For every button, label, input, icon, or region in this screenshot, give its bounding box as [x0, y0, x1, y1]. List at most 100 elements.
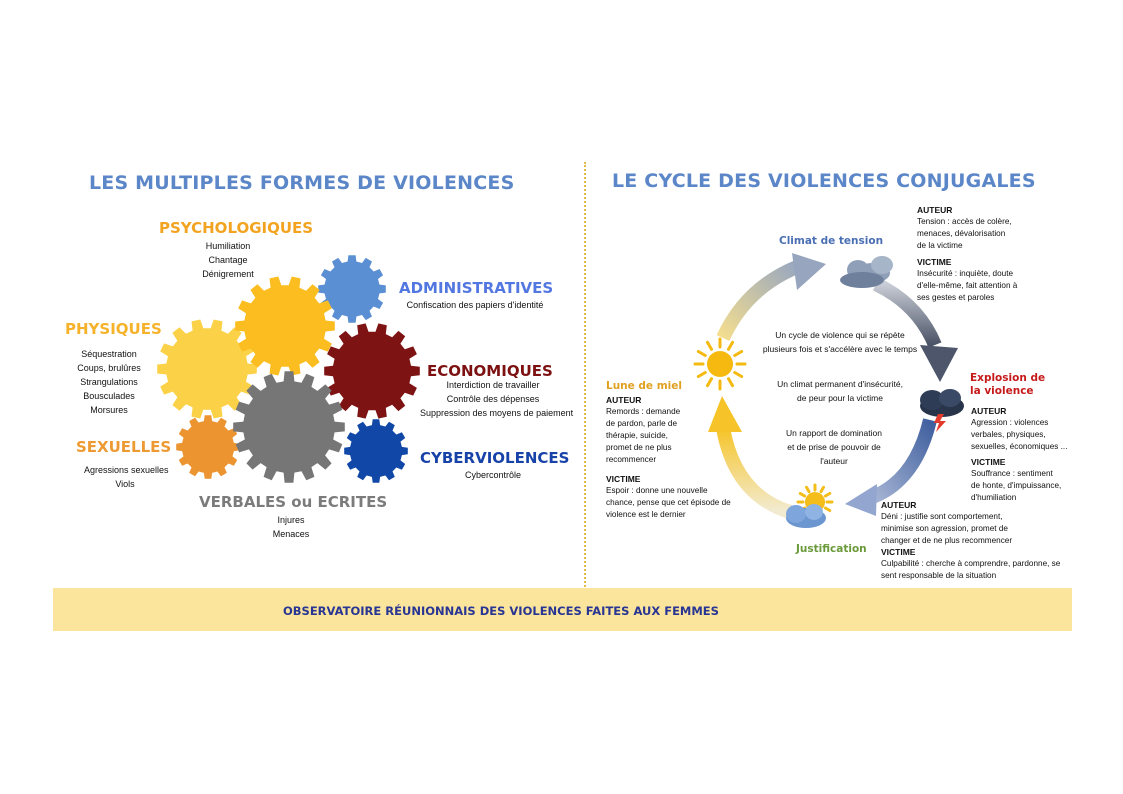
phase-explosion-text: AUTEUR Agression : violences verbales, p…	[971, 406, 1067, 504]
item: Cybercontrôle	[464, 470, 522, 480]
text-line: promet de ne plus	[606, 443, 672, 452]
tension-cloud-icon	[840, 256, 893, 288]
item: Coups, brulûres	[77, 363, 141, 373]
label-line: la violence	[970, 385, 1034, 397]
item: Viols	[115, 479, 135, 489]
phase-justification-text: AUTEUR Déni : justifie sont comportement…	[881, 500, 1060, 582]
category-economiques: ECONOMIQUES	[427, 362, 553, 380]
text-line: Espoir : donne une nouvelle	[606, 486, 708, 495]
item: Contrôle des dépenses	[446, 394, 540, 404]
phase-lune-label: Lune de miel	[606, 380, 682, 392]
category-psychologiques: PSYCHOLOGIQUES	[159, 219, 314, 237]
sun-ray	[805, 485, 811, 494]
sun-ray	[819, 485, 825, 494]
text-line: ses gestes et paroles	[917, 293, 995, 302]
center-text-3: Un rapport de domination et de prise de …	[772, 426, 896, 468]
item: Injures	[277, 515, 305, 525]
gear-orange-icon	[176, 415, 240, 479]
item: Interdiction de travailler	[446, 380, 540, 390]
category-cyberviolences: CYBERVIOLENCES	[420, 449, 570, 467]
item: Séquestration	[81, 349, 137, 359]
text-line: changer et de ne plus recommencer	[881, 536, 1013, 545]
phase-lune-text: AUTEUR Remords : demande de pardon, parl…	[606, 395, 731, 521]
sun-ray	[823, 492, 832, 498]
text-line: Souffrance : sentiment	[971, 469, 1053, 478]
phase-tension-label: Climat de tension	[779, 235, 884, 247]
label-line: Explosion de	[970, 372, 1046, 384]
item: Confiscation des papiers d'identité	[406, 300, 544, 310]
text-line: minimise son agression, promet de	[881, 524, 1008, 533]
item: Chantage	[208, 255, 248, 265]
sun-ray	[706, 377, 713, 388]
category-verbales: VERBALES ou ECRITES	[199, 493, 388, 511]
phase-justification-label: Justification	[796, 543, 867, 555]
center-text-1: Un cycle de violence qui se répète plusi…	[754, 328, 926, 356]
center-text-2: Un climat permanent d'insécurité, de peu…	[762, 377, 918, 405]
text-line: thérapie, suicide,	[606, 431, 668, 440]
item: Menaces	[272, 529, 310, 539]
category-physiques: PHYSIQUES	[65, 320, 162, 338]
storm-cloud-icon	[920, 389, 964, 432]
items-cyberviolences: Cybercontrôle	[460, 468, 526, 482]
items-physiques: Séquestration Coups, brulûres Strangulat…	[74, 347, 144, 417]
items-psychologiques: Humiliation Chantage Dénigrement	[195, 239, 261, 281]
sun-ray	[727, 340, 734, 351]
footer-banner: OBSERVATOIRE RÉUNIONNAIS DES VIOLENCES F…	[53, 588, 1072, 631]
gear-dark-red-icon	[324, 323, 420, 419]
auteur-heading: AUTEUR	[971, 406, 1007, 416]
item: Morsures	[90, 405, 128, 415]
sun-disc	[707, 351, 733, 377]
category-sexuelles: SEXUELLES	[76, 438, 172, 456]
auteur-heading: AUTEUR	[917, 205, 953, 215]
text-line: Culpabilité : cherche à comprendre, pard…	[881, 559, 1061, 568]
item: Agressions sexuelles	[84, 465, 169, 475]
text-line: Tension : accès de colère,	[917, 217, 1012, 226]
items-verbales: Injures Menaces	[264, 513, 318, 541]
victime-heading: VICTIME	[971, 457, 1006, 467]
text-line: verbales, physiques,	[971, 430, 1046, 439]
gear-yellow-icon	[235, 276, 335, 376]
sun-ray	[727, 377, 734, 388]
gear-yellow-light-icon	[157, 319, 257, 419]
text-line: violence est le dernier	[606, 510, 686, 519]
auteur-heading: AUTEUR	[881, 500, 917, 510]
text-line: l'auteur	[820, 456, 848, 466]
text-line: de peur pour la victime	[797, 393, 883, 403]
sun-ray	[696, 350, 707, 357]
text-line: Insécurité : inquiète, doute	[917, 269, 1014, 278]
text-line: Un climat permanent d'insécurité,	[777, 379, 903, 389]
victime-heading: VICTIME	[881, 547, 916, 557]
footer-text: OBSERVATOIRE RÉUNIONNAIS DES VIOLENCES F…	[283, 604, 719, 618]
arrow-justification	[867, 418, 937, 505]
phase-explosion-label: Explosion de la violence	[970, 372, 1045, 398]
text-line: Un cycle de violence qui se répète	[775, 330, 905, 340]
items-economiques: Interdiction de travailler Contrôle des …	[420, 378, 574, 420]
sun-ray	[733, 350, 744, 357]
text-line: plusieurs fois et s'accélère avec le tem…	[762, 344, 918, 354]
items-sexuelles: Agressions sexuelles Viols	[84, 463, 169, 491]
gear-gray-icon	[233, 371, 345, 483]
gear-light-blue-icon	[318, 255, 386, 323]
text-line: et de prise de pouvoir de	[787, 442, 881, 452]
victime-heading: VICTIME	[917, 257, 952, 267]
auteur-heading: AUTEUR	[606, 395, 642, 405]
text-line: Déni : justifie sont comportement,	[881, 512, 1003, 521]
item: Suppression des moyens de paiement	[420, 408, 574, 418]
category-administratives: ADMINISTRATIVES	[399, 279, 554, 297]
arrow-explosion	[872, 277, 942, 348]
section-divider	[584, 162, 586, 590]
text-line: de la victime	[917, 241, 963, 250]
arrow-tension	[716, 260, 800, 342]
left-title: LES MULTIPLES FORMES DE VIOLENCES	[89, 172, 515, 194]
victime-heading: VICTIME	[606, 474, 641, 484]
text-line: menaces, dévalorisation	[917, 229, 1006, 238]
text-line: sexuelles, économiques ...	[971, 442, 1068, 451]
sun-icon	[693, 337, 747, 391]
arrow-justification-head	[845, 484, 877, 516]
arrow-tension-head	[792, 253, 826, 290]
sun-ray	[798, 492, 807, 498]
text-line: de pardon, parle de	[606, 419, 678, 428]
text-line: d'elle-même, fait attention à	[917, 281, 1018, 290]
item: Strangulations	[80, 377, 138, 387]
